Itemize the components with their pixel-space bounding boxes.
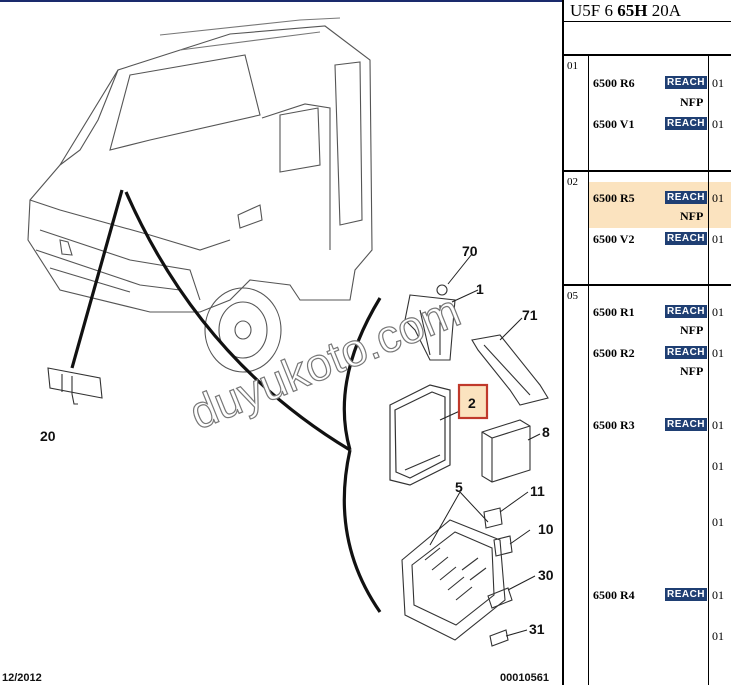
qty: 01: [712, 459, 724, 473]
reach-badge: REACH: [665, 191, 707, 204]
callout-71[interactable]: 71: [522, 307, 538, 323]
qty: 01: [712, 629, 724, 643]
callout-5[interactable]: 5: [455, 479, 463, 495]
qty: 01: [712, 76, 724, 90]
part-ref[interactable]: 6500 R6: [593, 76, 635, 90]
leader-lines: [70, 189, 382, 613]
group-number: 02: [567, 176, 578, 188]
reach-badge: REACH: [665, 76, 707, 89]
group-number: 05: [567, 290, 578, 302]
callout-lines: [429, 253, 541, 637]
footer-code: 00010561: [500, 672, 549, 684]
callout-11[interactable]: 11: [530, 483, 545, 499]
callout-2[interactable]: 2: [468, 395, 476, 411]
callout-30[interactable]: 30: [538, 567, 554, 583]
reach-badge: REACH: [665, 305, 707, 318]
callout-10[interactable]: 10: [538, 521, 554, 537]
callout-70[interactable]: 70: [462, 243, 478, 259]
part-ref[interactable]: 6500 V1: [593, 117, 635, 131]
relay-part-8: [481, 419, 531, 483]
part-ref[interactable]: 6500 R1: [593, 305, 635, 319]
reach-badge: REACH: [665, 117, 707, 130]
callout-20[interactable]: 20: [40, 428, 56, 444]
reach-badge: REACH: [665, 346, 707, 359]
group-number: 01: [567, 60, 578, 72]
bracket-part-71: [471, 334, 549, 406]
diagram-top-border: [0, 0, 562, 2]
part-ref[interactable]: 6500 R3: [593, 418, 635, 432]
reach-badge: REACH: [665, 418, 707, 431]
van-illustration: [27, 17, 373, 373]
group-05: 05 6500 R1 REACH 01 NFP 6500 R2 REACH 01…: [564, 286, 731, 685]
parts-diagram: duyukoto.com 70 1 71 2 8 5 11 10 30 31 2…: [0, 0, 562, 684]
group-02: 02 6500 R5 REACH 01 NFP 6500 V2 REACH 01: [564, 172, 731, 286]
qty: 01: [712, 588, 724, 602]
reach-badge: REACH: [665, 588, 707, 601]
reach-badge: REACH: [665, 232, 707, 245]
watermark-text: duyukoto.com: [182, 284, 467, 439]
qty: 01: [712, 515, 724, 529]
nfp-note: NFP: [680, 209, 704, 223]
qty: 01: [712, 305, 724, 319]
fusebox-part-5: [401, 519, 506, 641]
callout-31[interactable]: 31: [529, 621, 545, 637]
header-spacer: [564, 22, 731, 56]
highlight-band: [588, 182, 731, 228]
part-ref[interactable]: 6500 V2: [593, 232, 635, 246]
qty: 01: [712, 418, 724, 432]
part-code-header: U5F 6 65H 20A: [564, 0, 731, 22]
ecu-part-2: [389, 384, 451, 486]
nfp-note: NFP: [680, 95, 704, 109]
bracket-part-20: [47, 367, 103, 405]
qty: 01: [712, 117, 724, 131]
footer-date: 12/2012: [2, 672, 42, 684]
nfp-note: NFP: [680, 364, 704, 378]
callout-1[interactable]: 1: [476, 281, 484, 297]
callout-8[interactable]: 8: [542, 424, 550, 440]
parts-list-panel: U5F 6 65H 20A 01 6500 R6 REACH 01 NFP 65…: [562, 0, 731, 685]
group-01: 01 6500 R6 REACH 01 NFP 6500 V1 REACH 01: [564, 56, 731, 172]
small-parts: [483, 507, 513, 647]
qty: 01: [712, 346, 724, 360]
part-ref[interactable]: 6500 R4: [593, 588, 635, 602]
callout-2-highlight: [457, 383, 489, 420]
nfp-note: NFP: [680, 323, 704, 337]
bracket-part-1: [404, 284, 456, 361]
qty: 01: [712, 191, 724, 205]
part-ref[interactable]: 6500 R5: [593, 191, 635, 205]
qty: 01: [712, 232, 724, 246]
part-ref[interactable]: 6500 R2: [593, 346, 635, 360]
